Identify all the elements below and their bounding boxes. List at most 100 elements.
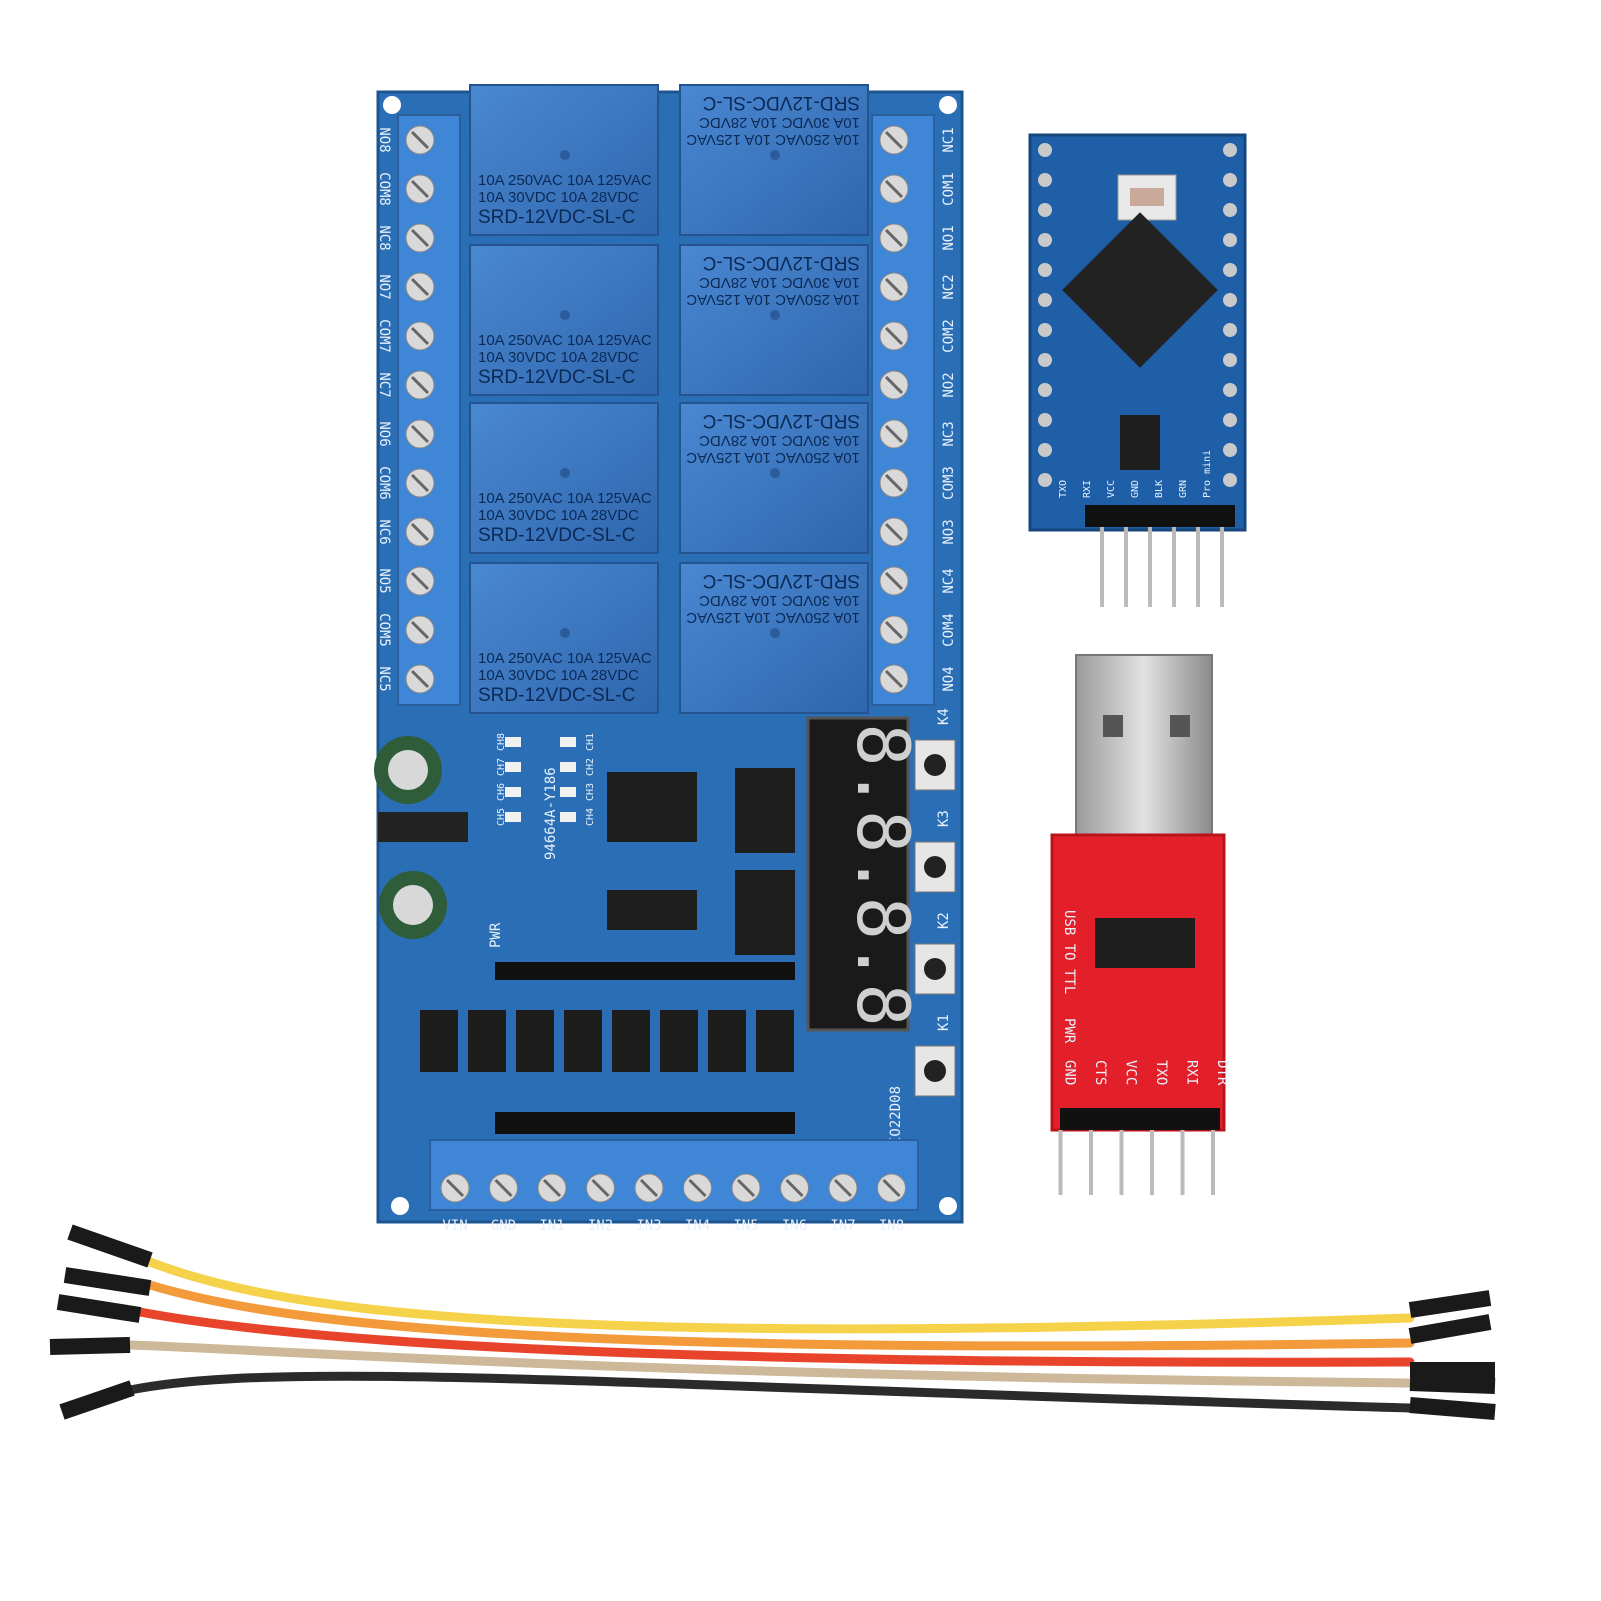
- led-icon: [505, 737, 521, 747]
- button-label: K2: [936, 912, 952, 929]
- screw-slot: [639, 1178, 659, 1198]
- button-cap[interactable]: [924, 1060, 946, 1082]
- led-icon: [505, 762, 521, 772]
- screw-slot: [884, 571, 904, 591]
- pin-label: DTR: [1214, 1060, 1230, 1086]
- screw-slot: [591, 1178, 610, 1198]
- screw-slot: [410, 424, 430, 444]
- model-label: IO22D08: [888, 1086, 904, 1145]
- pin-label: Pro mini: [1202, 450, 1213, 498]
- terminal-label: NC6: [376, 519, 392, 544]
- pcb-code: 94664A-Y186: [543, 767, 559, 860]
- screw-slot: [884, 669, 904, 689]
- screw-slot: [785, 1178, 804, 1198]
- terminal-label: COM1: [941, 172, 957, 206]
- led-label: CH8: [496, 733, 507, 751]
- terminal-label: COM3: [941, 466, 957, 500]
- relay-rating: 10A 30VDC 10A 28VDC: [699, 592, 860, 609]
- button-cap[interactable]: [924, 856, 946, 878]
- button-cap[interactable]: [924, 754, 946, 776]
- relay-rating: 10A 250VAC 10A 125VAC: [686, 449, 860, 466]
- button-label: K1: [936, 1014, 952, 1031]
- pin-hole: [1223, 473, 1237, 487]
- terminal-label: NO3: [941, 519, 957, 544]
- ic-chip: [607, 890, 697, 930]
- optocoupler-chip: [708, 1010, 746, 1072]
- screw-slot: [494, 1178, 513, 1198]
- led-icon: [560, 787, 576, 797]
- dupont-connector: [49, 1337, 131, 1355]
- led-icon: [560, 737, 576, 747]
- screw-slot: [884, 424, 904, 444]
- terminal-label: NO2: [941, 372, 957, 397]
- wire: [135, 1307, 1415, 1367]
- terminal-label: NO8: [376, 127, 392, 152]
- capacitor: [379, 871, 447, 939]
- mount-hole: [939, 96, 957, 114]
- terminal-label: NC3: [941, 421, 957, 446]
- pin-hole: [1038, 173, 1052, 187]
- relay-model: SRD-12VDC-SL-C: [478, 207, 635, 228]
- pin-label: TXO: [1058, 480, 1069, 498]
- ic-chip: [735, 870, 795, 955]
- dupont-connector: [56, 1294, 142, 1323]
- pin-label: GND: [1130, 480, 1141, 498]
- pin-hole: [1223, 293, 1237, 307]
- relay-rating: 10A 30VDC 10A 28VDC: [699, 274, 860, 291]
- relay-model: SRD-12VDC-SL-C: [478, 685, 635, 706]
- screw-slot: [688, 1178, 707, 1198]
- screw-slot: [736, 1178, 756, 1198]
- button-cap[interactable]: [924, 958, 946, 980]
- pwr-label: PWR: [488, 922, 504, 948]
- reset-button-cap: [1130, 188, 1164, 206]
- led-icon: [505, 787, 521, 797]
- header-pin: [1148, 527, 1152, 607]
- screw-slot: [884, 522, 904, 542]
- pin-label: BLK: [1154, 480, 1165, 498]
- usb-serial-chip: [1095, 918, 1195, 968]
- header-pin: [1220, 527, 1224, 607]
- pin-hole: [1038, 203, 1052, 217]
- screw-slot: [884, 326, 904, 346]
- pin-label: RXI: [1184, 1060, 1200, 1085]
- ic-chip: [735, 768, 795, 853]
- microcontroller-chip: [1062, 212, 1218, 368]
- terminal-label: COM6: [376, 466, 392, 500]
- pin-hole: [1038, 233, 1052, 247]
- pin-hole: [1223, 323, 1237, 337]
- optocoupler-chip: [612, 1010, 650, 1072]
- relay-rating: 10A 250VAC 10A 125VAC: [686, 131, 860, 148]
- screw-slot: [884, 130, 904, 150]
- pin-hole: [1038, 293, 1052, 307]
- relay-model: SRD-12VDC-SL-C: [703, 252, 860, 273]
- button-label: K3: [936, 810, 952, 827]
- led-label: CH4: [585, 808, 596, 826]
- usb-ttl-pwr: PWR: [1061, 1018, 1077, 1044]
- seven-segment-display: 8.8.8.8: [806, 716, 925, 1032]
- screw-slot: [884, 277, 904, 297]
- ic-chip: [607, 772, 697, 842]
- terminal-label: IN7: [830, 1218, 855, 1234]
- dupont-connector: [1408, 1290, 1492, 1318]
- header-pin: [1180, 1130, 1185, 1195]
- pin-hole: [1038, 143, 1052, 157]
- screw-slot: [884, 375, 904, 395]
- screw-slot: [410, 375, 430, 395]
- led-label: CH1: [585, 733, 596, 751]
- terminal-label: COM7: [376, 319, 392, 353]
- pin-header: [495, 1112, 795, 1134]
- push-button[interactable]: [914, 739, 956, 791]
- pin-hole: [1223, 263, 1237, 277]
- dupont-jumper-cable: [49, 1224, 1496, 1420]
- relay-model: SRD-12VDC-SL-C: [703, 410, 860, 431]
- pin-hole: [1223, 173, 1237, 187]
- terminal-housing: [397, 114, 461, 706]
- terminal-label: GND: [491, 1218, 516, 1234]
